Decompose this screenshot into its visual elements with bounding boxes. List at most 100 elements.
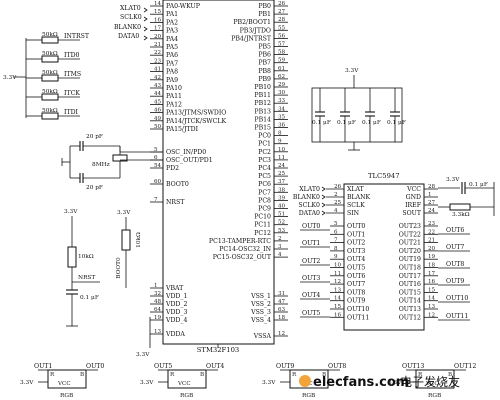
- driver-left-output-label: OUT8: [347, 289, 365, 296]
- driver-power-pin-number: 1: [428, 192, 432, 198]
- mcu-left-pin-label: PA10: [166, 85, 182, 92]
- driver-left-output-label: OUT1: [347, 231, 365, 238]
- iref-resistor-value: 3.3kΩ: [452, 212, 470, 218]
- driver-right-output-label: OUT21: [399, 240, 421, 247]
- driver-right-output-number: 17: [428, 271, 436, 277]
- rgb-led-supply: 3.3V: [140, 380, 154, 386]
- mcu-left-pin-number: 5: [154, 147, 158, 153]
- rgb-led-label: RGB: [302, 393, 315, 399]
- mcu-right-pin-label: PB11: [254, 92, 271, 99]
- pullup-net-label: ITMS: [64, 71, 81, 78]
- mcu-right-pin-number: 58: [278, 50, 286, 56]
- mcu-left-pin-label: VDD_2: [165, 301, 187, 308]
- pullup-resistor-value: 50kΩ: [42, 32, 58, 38]
- driver-right-output-label: OUT22: [399, 231, 421, 238]
- driver-input-pin-number: 26: [334, 184, 342, 190]
- mcu-right-pin-label: PB0: [258, 3, 271, 10]
- watermark-logo-icon: [299, 375, 311, 387]
- mcu-right-pin-label: PC11: [254, 222, 271, 229]
- rgb-led-out-a: OUT13: [402, 363, 424, 370]
- mcu-right-pin-number: 2: [278, 236, 282, 242]
- mcu-right-pin-label: PC13-TAMPER-RTC: [209, 238, 271, 245]
- boot-resistor: [121, 229, 131, 251]
- driver-input-net: XLAT0: [299, 186, 320, 193]
- driver-input-net: DATA0: [299, 210, 320, 217]
- mcu-left-pin-label: PA0-WKUP: [166, 3, 200, 10]
- mcu-right-pin-label: PC2: [258, 149, 271, 156]
- driver-left-net-label: OUT2: [302, 258, 320, 265]
- mcu-right-pin-label: PB1: [258, 11, 271, 18]
- mcu-left-pin-number: 50: [154, 124, 162, 130]
- mcu-left-pin-number: 22: [154, 50, 162, 56]
- mcu-right-pins: 26PB027PB128PB2/BOOT155PB3/JTDO56PB4/JNT…: [209, 1, 288, 340]
- driver-right-output-number: 23: [428, 221, 436, 227]
- driver-left-output-number: 9: [334, 254, 338, 260]
- rgb-led-pin-b: B: [200, 372, 204, 378]
- rgb-led-out-b: OUT12: [454, 363, 476, 370]
- pullup-resistor-value: 50kΩ: [42, 51, 58, 57]
- mcu-left-pin-label: PA13/JTMS/SWDIO: [166, 110, 226, 117]
- mcu-right-pin-label: PB3/JTDO: [240, 27, 271, 34]
- mcu-left-pin-number: 46: [154, 108, 162, 114]
- mcu-left-pin-label: BOOT0: [166, 181, 189, 188]
- mcu-supply-label: 3.3V: [136, 352, 150, 358]
- mcu-left-pin-number: 7: [154, 197, 158, 203]
- mcu-left-pin-label: VBAT: [165, 285, 184, 292]
- rgb-led-pin-vcc: VCC: [177, 381, 191, 387]
- mcu-right-pin-label: PB4/JNTRST: [231, 35, 272, 42]
- iref-resistor: [449, 203, 471, 211]
- driver-left-output-number: 16: [334, 312, 342, 318]
- driver-input-net: BLANK0: [293, 194, 320, 201]
- mcu-right-pin-number: 3: [278, 244, 282, 250]
- boot-resistor-value: 10kΩ: [136, 232, 142, 248]
- mcu-right-pin-number: 25: [278, 171, 286, 177]
- mcu-right-pin-number: 59: [278, 58, 286, 64]
- driver-left-output-label: OUT11: [347, 314, 369, 321]
- mcu-right-pin-number: 63: [278, 307, 286, 313]
- rgb-led-label: RGB: [180, 393, 193, 399]
- mcu-right-pin-number: 36: [278, 123, 286, 129]
- mcu-left-pin-label: PA3: [166, 28, 178, 35]
- mcu-right-pin-label: PC1: [258, 141, 271, 148]
- mcu-right-pin-number: 47: [278, 299, 286, 305]
- mcu-left-pin-label: VDDA: [165, 331, 185, 338]
- mcu-left-pin-number: 15: [154, 9, 162, 15]
- mcu-left-pin-number: 19: [154, 315, 162, 321]
- mcu-right-pin-label: VSSA: [253, 333, 272, 340]
- mcu-left-pin-label: VDD_4: [165, 317, 187, 324]
- driver-right-net-label: OUT11: [446, 313, 468, 320]
- driver-input-net: SCLK0: [298, 202, 320, 209]
- rgb-led-pin-r: R: [418, 372, 423, 378]
- decoupling-cap-value: 0.1 μF: [312, 120, 331, 126]
- mcu-left-pin-number: 41: [154, 67, 161, 73]
- mcu-left-pin-number: 32: [154, 291, 162, 297]
- rgb-led-out-a: OUT1: [34, 363, 52, 370]
- mcu-left-pin-number: 60: [154, 179, 162, 185]
- rgb-led-pin-b: B: [322, 372, 326, 378]
- mcu-left-pin-number: 17: [154, 26, 162, 32]
- mcu-right-pin-number: 37: [278, 179, 286, 185]
- mcu-right-pin-number: 61: [278, 66, 285, 72]
- driver-input-pin-label: SIN: [347, 210, 360, 217]
- boot-supply-label: 3.3V: [117, 210, 131, 216]
- mcu-right-pin-number: 8: [278, 131, 282, 137]
- driver-left-output-number: 11: [334, 271, 341, 277]
- driver-right-output-label: OUT23: [399, 223, 421, 230]
- driver-left-output-label: OUT10: [347, 306, 369, 313]
- driver-right-output-number: 20: [428, 246, 436, 252]
- driver-right-output-label: OUT20: [399, 248, 421, 255]
- reset-resistor-value: 10kΩ: [78, 254, 94, 260]
- driver-left-output-number: 13: [334, 287, 342, 293]
- driver-right-output-number: 19: [428, 254, 436, 260]
- rgb-led-pin-b: B: [80, 372, 84, 378]
- mcu-left-pin-label: PA4: [166, 36, 178, 43]
- mcu-part-name: STM32F103: [197, 346, 240, 354]
- mcu-left-pin-number: 43: [154, 83, 162, 89]
- mcu-right-pin-number: 34: [278, 106, 286, 112]
- mcu-right-pin-number: 29: [278, 82, 286, 88]
